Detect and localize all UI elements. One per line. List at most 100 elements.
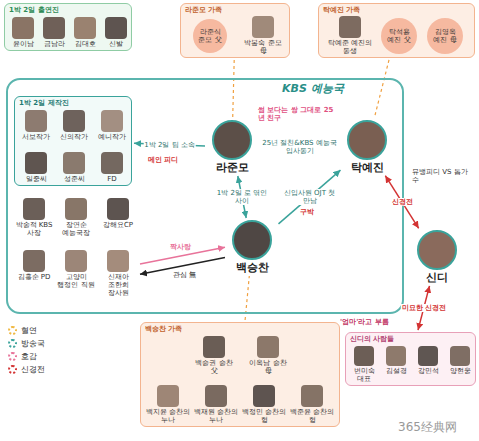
legend: 혈연방송국호감신경전 bbox=[8, 324, 45, 376]
portrait bbox=[43, 17, 65, 39]
person-name: 백준윤 승찬의 형 bbox=[289, 408, 335, 424]
person-name: 장연순 예능국장 bbox=[56, 221, 96, 237]
person-name: 라준식 준모 父 bbox=[193, 28, 227, 44]
legend-swatch bbox=[8, 326, 17, 335]
character-name: 백승찬 bbox=[227, 262, 277, 274]
portrait bbox=[65, 198, 87, 220]
frame-heading: KBS 예능국 bbox=[282, 82, 344, 95]
person-card: 김설경 bbox=[381, 346, 411, 375]
portrait bbox=[25, 152, 47, 174]
person-card: 장연순 예능국장 bbox=[56, 198, 96, 237]
legend-row: 혈연 bbox=[8, 324, 45, 337]
edge-label: 1박 2일 팀 소속 bbox=[143, 141, 196, 149]
person-circle: 라준식 준모 父 bbox=[193, 19, 227, 53]
legend-swatch bbox=[8, 365, 17, 374]
group-heading: 백승찬 가족 bbox=[141, 323, 339, 336]
person-card: 백정민 승찬의 형 bbox=[241, 385, 287, 424]
legend-text: 호감 bbox=[21, 352, 37, 361]
relation-line bbox=[418, 286, 430, 330]
person-name: 변미숙 대표 bbox=[349, 367, 379, 383]
relation-line bbox=[374, 60, 389, 118]
group-heading: 신디의 사람들 bbox=[346, 333, 475, 346]
main-character: 라준모 bbox=[207, 120, 257, 174]
portrait bbox=[450, 346, 470, 366]
person-name: 서보작가 bbox=[19, 133, 53, 141]
person-card: 양현웅 bbox=[445, 346, 475, 375]
legend-row: 신경전 bbox=[8, 363, 45, 376]
legend-text: 혈연 bbox=[21, 326, 37, 335]
person-name: 백승권 승찬 父 bbox=[191, 359, 237, 375]
group-box: 백승찬 가족백승권 승찬 父 이옥남 승찬 母 백지윤 승찬의 누나백재원 승찬의 … bbox=[140, 322, 340, 427]
edge-label: 관심 無 bbox=[172, 271, 197, 279]
person-card: 윤이남 bbox=[9, 17, 37, 48]
relation-line bbox=[259, 146, 340, 148]
legend-row: 방송국 bbox=[8, 337, 45, 350]
edge-label: 25년 절친&KBS 예능국 입사동기 bbox=[259, 139, 341, 155]
person-card: 강민석 bbox=[413, 346, 443, 375]
portrait bbox=[203, 336, 225, 358]
portrait bbox=[417, 230, 457, 270]
note-label: 썸 보다는 쌍 그대로 25년 친구 bbox=[258, 106, 338, 122]
person-card: 예니작가 bbox=[95, 110, 129, 141]
group-box: 탁예진 가족탁석용 예진 父김영옥 예진 母탁예준 예진의 동생 bbox=[318, 3, 475, 58]
person-card: 금남라 bbox=[40, 17, 68, 48]
edge-label: 미묘한 신경전 bbox=[401, 304, 447, 312]
portrait bbox=[65, 250, 87, 272]
group-box: 1박 2일 출연진윤이남금남라김대호신발 bbox=[4, 3, 132, 51]
edge-label: 짝사랑 bbox=[169, 243, 192, 251]
person-circle: 탁석용 예진 父 bbox=[381, 18, 417, 54]
note-label: 뮤뱅피디 VS 톱가수 bbox=[412, 168, 474, 184]
relation-line bbox=[238, 176, 246, 218]
note-label: '엄마'라고 부름 bbox=[340, 318, 389, 326]
watermark: 365经典网 bbox=[398, 420, 457, 434]
person-card: 신발 bbox=[102, 17, 130, 48]
person-name: 강해요CP bbox=[98, 221, 138, 229]
person-card: 백재원 승찬의 누나 bbox=[193, 385, 239, 424]
person-circle: 김영옥 예진 母 bbox=[427, 18, 463, 54]
edge-label: 신입사원 OJT 첫 만남 bbox=[280, 189, 340, 205]
main-character: 백승찬 bbox=[227, 220, 277, 274]
person-name: 강민석 bbox=[413, 367, 443, 375]
person-card: FD bbox=[95, 152, 129, 183]
group-box: 라준모 가족라준식 준모 父박봉숙 준모 母 bbox=[180, 3, 290, 58]
portrait bbox=[418, 346, 438, 366]
portrait bbox=[63, 110, 85, 132]
main-character: 탁예진 bbox=[342, 120, 392, 174]
note-label: 구박 bbox=[300, 208, 314, 216]
person-name: 양현웅 bbox=[445, 367, 475, 375]
person-name: 백재원 승찬의 누나 bbox=[193, 408, 239, 424]
character-name: 탁예진 bbox=[342, 162, 392, 174]
person-name: 예니작가 bbox=[95, 133, 129, 141]
legend-text: 신경전 bbox=[21, 365, 45, 374]
person-name: 성준씨 bbox=[57, 175, 91, 183]
person-name: 신발 bbox=[102, 40, 130, 48]
character-name: 신디 bbox=[412, 272, 462, 284]
person-card: 고양미 행정인 직원 bbox=[56, 250, 96, 289]
portrait bbox=[23, 250, 45, 272]
person-card: 신의작가 bbox=[57, 110, 91, 141]
group-heading: 라준모 가족 bbox=[181, 4, 289, 17]
character-name: 라준모 bbox=[207, 162, 257, 174]
relation-line bbox=[279, 170, 341, 224]
person-name: 윤이남 bbox=[9, 40, 37, 48]
person-name: 이옥남 승찬 母 bbox=[245, 359, 291, 375]
relation-line bbox=[233, 60, 235, 118]
group-heading: 1박 2일 제작진 bbox=[15, 97, 131, 110]
person-name: 김홍순 PD bbox=[14, 273, 54, 281]
portrait bbox=[252, 16, 274, 38]
legend-swatch bbox=[8, 352, 17, 361]
portrait bbox=[63, 152, 85, 174]
legend-swatch bbox=[8, 339, 17, 348]
person-name: FD bbox=[95, 175, 129, 183]
person-card: 신재아 조한희 장사원 bbox=[98, 250, 138, 297]
portrait bbox=[107, 250, 129, 272]
group-box: 1박 2일 제작진서보작가신의작가예니작가일중씨성준씨FD bbox=[14, 96, 132, 186]
note-label: 메인 피디 bbox=[148, 156, 178, 164]
portrait bbox=[386, 346, 406, 366]
legend-row: 호감 bbox=[8, 350, 45, 363]
person-card: 백준윤 승찬의 형 bbox=[289, 385, 335, 424]
portrait bbox=[23, 198, 45, 220]
person-card: 백지윤 승찬의 누나 bbox=[145, 385, 191, 424]
person-name: 탁예준 예진의 동생 bbox=[327, 39, 373, 55]
